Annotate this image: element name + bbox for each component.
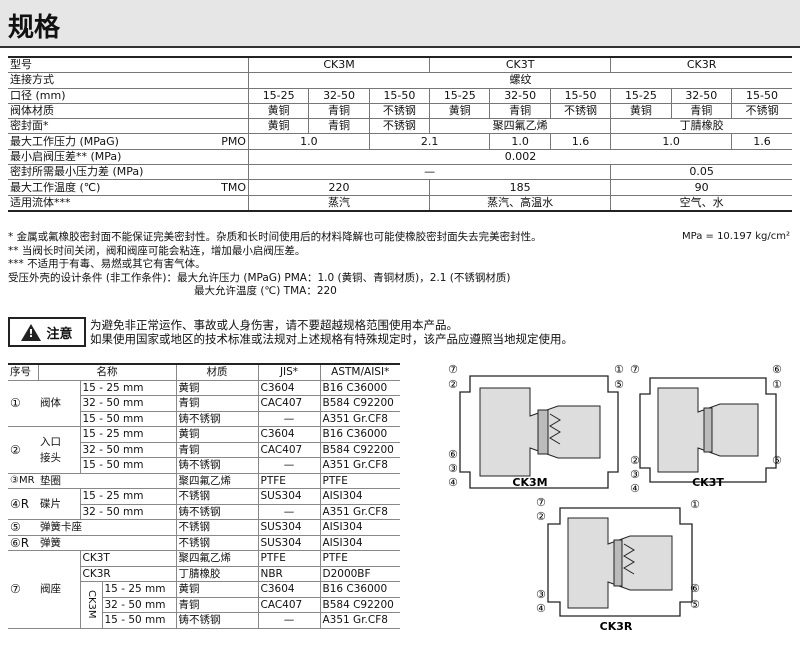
svg-text:①: ①: [614, 363, 624, 376]
svg-text:⑥: ⑥: [772, 363, 782, 376]
caution-text: 为避免非正常运作、事故或人身伤害，请不要超越规格范围使用本产品。 如果使用国家或…: [90, 318, 573, 346]
model-ck3r: CK3R: [610, 56, 792, 74]
page-title: 规格: [8, 13, 61, 43]
svg-text:②: ②: [536, 510, 546, 523]
ck3m-diagram: CK3M ⑦ ② ① ⑤ ⑥ ③ ④: [448, 363, 624, 489]
ck3r-label: CK3R: [600, 620, 633, 633]
spec-row-tmo: 最大工作温度 (℃)TMO 220 185 90: [8, 179, 792, 196]
svg-text:④: ④: [536, 602, 546, 615]
valve-diagrams: CK3M ⑦ ② ① ⑤ ⑥ ③ ④ CK3T ⑦ ⑥ ① ⑤ ② ③ ④ CK…: [448, 363, 782, 633]
svg-text:④: ④: [630, 482, 640, 495]
table-row: 15 - 50 mm 铸不锈钢—A351 Gr.CF8: [8, 411, 400, 427]
table-row: 15 - 50 mm 铸不锈钢—A351 Gr.CF8: [8, 457, 400, 474]
spec-row-min-seal: 密封所需最小压力差 (MPa) — 0.05: [8, 164, 792, 181]
ck3r-diagram: CK3R ⑦ ② ① ⑥ ③ ④ ⑤: [536, 496, 700, 633]
svg-text:⑤: ⑤: [772, 454, 782, 467]
svg-text:③: ③: [448, 462, 458, 475]
spec-row-seal: 密封面* 黄铜青铜不锈钢 聚四氟乙烯 丁腈橡胶: [8, 118, 792, 135]
svg-text:④: ④: [448, 476, 458, 489]
caution-box: 注意: [8, 317, 86, 347]
svg-text:⑦: ⑦: [630, 363, 640, 376]
svg-text:②: ②: [630, 454, 640, 467]
model-ck3m: CK3M: [247, 56, 430, 74]
parts-table: 序号 名称 材质 JIS* ASTM/AISI* ① 阀体 15 - 25 mm…: [8, 363, 400, 629]
svg-text:⑦: ⑦: [536, 496, 546, 509]
model-ck3t: CK3T: [429, 56, 611, 74]
svg-text:⑥: ⑥: [448, 448, 458, 461]
spec-row-body-material: 阀体材质 黄铜青铜不锈钢 黄铜青铜不锈钢 黄铜青铜不锈钢: [8, 103, 792, 120]
svg-text:⑦: ⑦: [448, 363, 458, 376]
parts-header: 序号 名称 材质 JIS* ASTM/AISI*: [8, 363, 400, 381]
ck3m-label: CK3M: [512, 476, 547, 489]
svg-text:⑥: ⑥: [690, 582, 700, 595]
unit-note: MPa = 10.197 kg/cm²: [682, 231, 790, 242]
svg-text:⑤: ⑤: [690, 598, 700, 611]
page-header: 规格: [0, 0, 800, 48]
svg-text:②: ②: [448, 378, 458, 391]
svg-text:①: ①: [690, 498, 700, 511]
spec-row-min-operating: 最小启阀压差** (MPa) 0.002: [8, 149, 792, 166]
spec-row-pmo: 最大工作压力 (MPaG)PMO 1.0 2.1 1.0 1.6 1.0 1.6: [8, 133, 792, 150]
table-row: 15 - 50 mm 铸不锈钢—A351 Gr.CF8: [8, 612, 400, 629]
table-row: 32 - 50 mm 铸不锈钢—A351 Gr.CF8: [8, 504, 400, 520]
svg-text:①: ①: [772, 378, 782, 391]
spec-row-model: 型号 CK3M CK3T CK3R: [8, 56, 792, 74]
svg-text:③: ③: [536, 588, 546, 601]
spec-notes: * 金属或氟橡胶密封面不能保证完美密封性。杂质和长时间使用后的材料降解也可能使橡…: [8, 231, 542, 297]
spec-row-connection: 连接方式 螺纹: [8, 72, 792, 89]
ck3t-diagram: CK3T ⑦ ⑥ ① ⑤ ② ③ ④: [630, 363, 782, 495]
spec-row-fluid: 适用流体*** 蒸汽 蒸汽、高温水 空气、水: [8, 195, 792, 212]
ck3t-label: CK3T: [692, 476, 724, 489]
svg-text:⑤: ⑤: [614, 378, 624, 391]
warning-icon: [21, 323, 42, 341]
svg-text:③: ③: [630, 468, 640, 481]
